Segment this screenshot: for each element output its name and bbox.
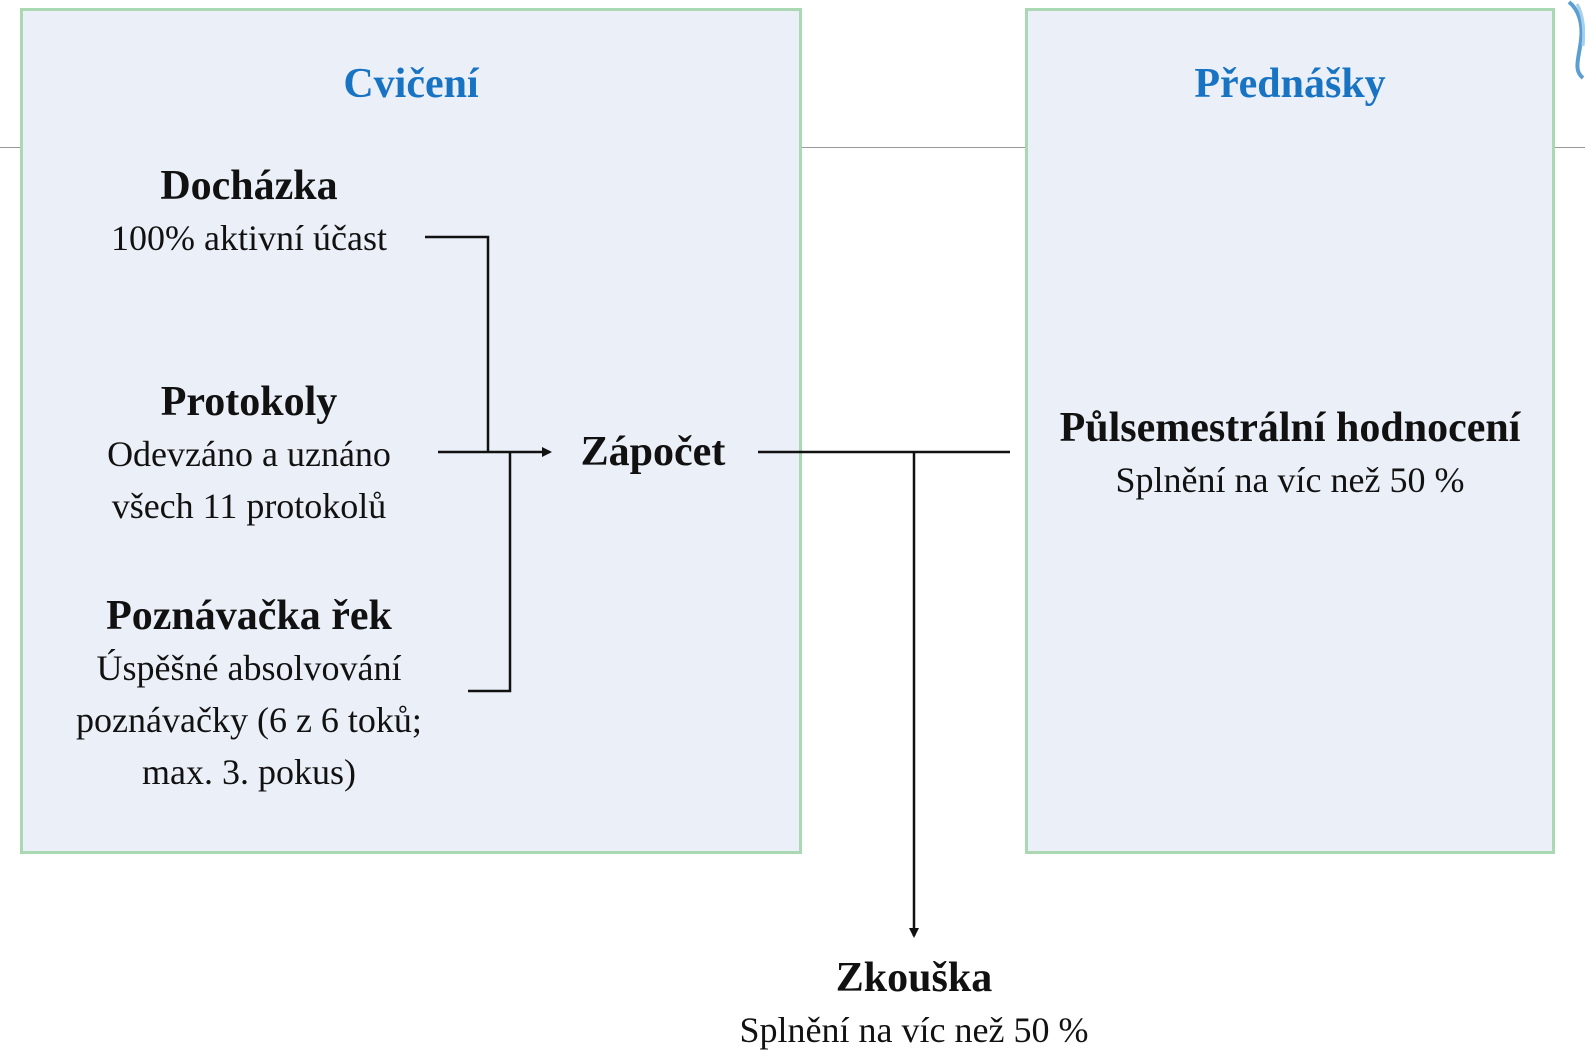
panel-title-cviceni: Cvičení	[343, 61, 479, 107]
node-zkouska: Zkouška Splnění na víc než 50 %	[664, 952, 1164, 1056]
node-protokoly: Protokoly Odevzáno a uznáno všech 11 pro…	[40, 376, 458, 532]
panel-prednasky: Přednášky	[1025, 8, 1555, 854]
node-pulsemestralni: Půlsemestrální hodnocení Splnění na víc …	[1025, 402, 1555, 506]
node-poznavacka-desc: Úspěšné absolvování poznávačky (6 z 6 to…	[76, 648, 422, 792]
node-poznavacka: Poznávačka řek Úspěšné absolvování pozná…	[30, 590, 468, 798]
node-pulsemestralni-title: Půlsemestrální hodnocení	[1059, 405, 1521, 451]
node-zapocet: Zápočet	[556, 426, 750, 478]
node-protokoly-desc: Odevzáno a uznáno všech 11 protokolů	[107, 434, 391, 526]
node-dochazka: Docházka 100% aktivní účast	[40, 160, 458, 264]
node-zapocet-title: Zápočet	[580, 429, 726, 475]
panel-cviceni: Cvičení	[20, 8, 802, 854]
node-pulsemestralni-desc: Splnění na víc než 50 %	[1115, 460, 1465, 500]
node-zkouska-desc: Splnění na víc než 50 %	[739, 1010, 1089, 1050]
node-dochazka-desc: 100% aktivní účast	[111, 218, 387, 258]
panel-title-prednasky: Přednášky	[1194, 61, 1386, 107]
node-protokoly-title: Protokoly	[160, 379, 338, 425]
node-dochazka-title: Docházka	[160, 163, 338, 209]
node-poznavacka-title: Poznávačka řek	[106, 593, 392, 639]
node-zkouska-title: Zkouška	[835, 955, 993, 1001]
logo-fragment-icon	[1567, 0, 1585, 80]
